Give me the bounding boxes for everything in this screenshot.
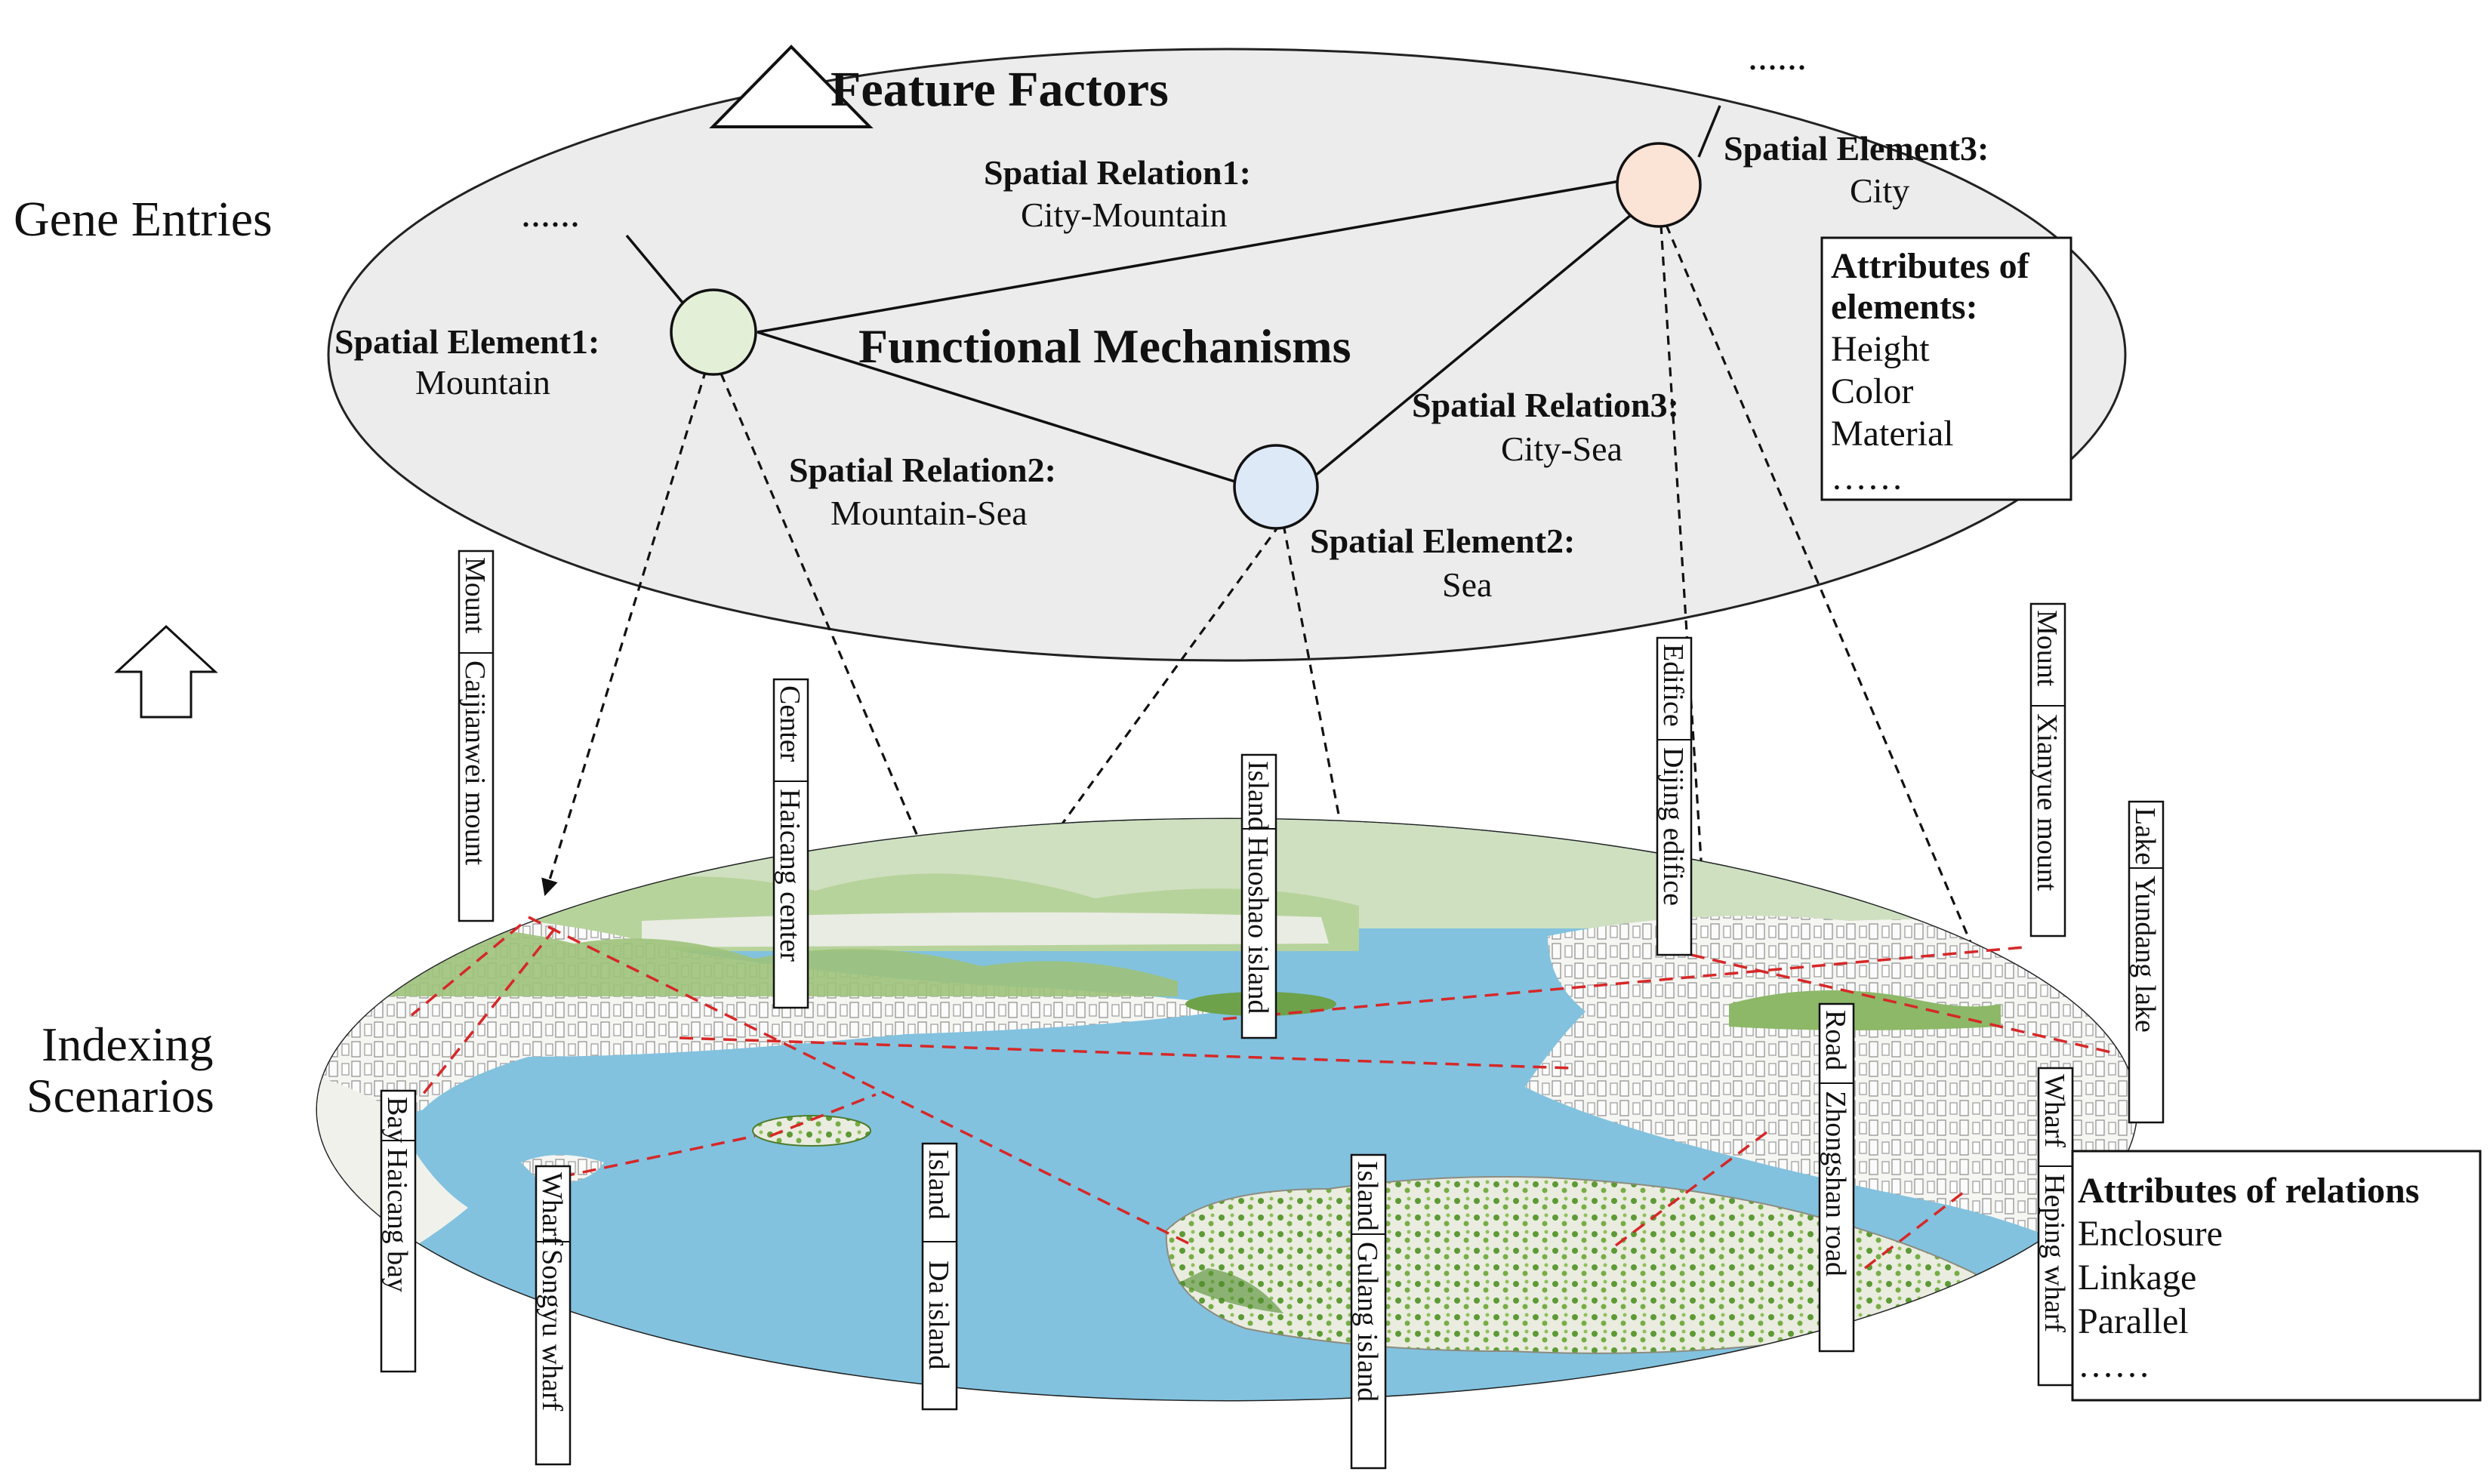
place-label-huoshao: Island Huoshao island: [1240, 753, 1277, 1039]
node-city: [1616, 142, 1702, 228]
attributes-elements-head1: Attributes of: [1831, 246, 2030, 286]
svg-text:Center: Center: [774, 685, 806, 762]
edge-mountain-out: [625, 234, 689, 309]
attribute-element-item: Color: [1831, 371, 1913, 411]
place-label-gulang: Island Gulang island: [1350, 1153, 1387, 1470]
dash-arrow-city-dijing: [1659, 224, 1714, 946]
sea-title: Spatial Element2:: [1310, 522, 1575, 560]
gene-entries-label: Gene Entries: [14, 192, 273, 247]
relation3-title: Spatial Relation3:: [1412, 386, 1679, 424]
attributes-elements-box: [1820, 236, 2072, 501]
relation3-name: City-Sea: [1501, 429, 1623, 468]
place-label-heping: Wharf Heping wharf: [2037, 1067, 2074, 1387]
edge-city-out: [1697, 105, 1721, 158]
edge-mountain-city: [757, 180, 1620, 334]
triangle-icon: [709, 45, 874, 128]
svg-text:Mount: Mount: [459, 557, 491, 634]
place-label-xianyue: Mount Xianyue mount: [2029, 602, 2066, 938]
svg-text:Island: Island: [1351, 1161, 1383, 1231]
svg-text:Edifice: Edifice: [1657, 644, 1689, 727]
svg-text:Wharf: Wharf: [536, 1172, 568, 1245]
dash-arrow-mountain-haicang: [720, 373, 955, 922]
place-label-da: Island Da island: [921, 1142, 958, 1411]
edge-mountain-sea: [757, 331, 1240, 485]
mountain-name: Mountain: [415, 363, 550, 402]
dash-arrow-mountain-cajianwei: [541, 369, 707, 897]
svg-text:Bay: Bay: [381, 1097, 413, 1143]
dash-arrow-city-heping: [1665, 224, 2018, 1051]
attribute-element-item: Height: [1831, 329, 1930, 369]
node-mountain: [670, 288, 757, 376]
attribute-element-item: ……: [1831, 457, 1903, 497]
svg-text:Haicang center: Haicang center: [774, 789, 806, 962]
svg-text:Huoshao island: Huoshao island: [1242, 836, 1274, 1014]
place-label-haicang-bay: Bay Haicang bay: [380, 1089, 417, 1373]
feature-factors-label: Feature Factors: [831, 62, 1169, 117]
relation-dashes: [410, 916, 2115, 1270]
svg-text:Zhongshan road: Zhongshan road: [1820, 1091, 1851, 1276]
attribute-relation-item: Enclosure: [2078, 1214, 2223, 1254]
svg-text:Yundang lake: Yundang lake: [2129, 876, 2161, 1033]
ellipsis-left: ......: [521, 192, 580, 236]
attributes-elements-head2: elements:: [1831, 287, 1978, 327]
attribute-relation-item: Parallel: [2078, 1301, 2189, 1341]
svg-text:Heping wharf: Heping wharf: [2039, 1174, 2070, 1332]
functional-mechanisms-label: Functional Mechanisms: [858, 319, 1351, 373]
relation1-name: City-Mountain: [1021, 196, 1227, 234]
place-label-caijianwei: Mount Caijianwei mount: [458, 550, 495, 922]
mountain-title: Spatial Element1:: [334, 322, 599, 361]
svg-text:Lake: Lake: [2129, 808, 2161, 865]
attributes-relations-box: [2071, 1150, 2482, 1402]
place-label-yundang: Lake Yundang lake: [2128, 800, 2165, 1124]
relation2-name: Mountain-Sea: [831, 494, 1028, 532]
attribute-element-item: Material: [1831, 414, 1954, 454]
city-name: City: [1850, 171, 1909, 210]
svg-text:Road: Road: [1820, 1010, 1851, 1070]
indexing-label-line1: Indexing: [42, 1018, 214, 1071]
attribute-relation-item: ……: [2078, 1345, 2150, 1385]
svg-text:Xianyue mount: Xianyue mount: [2031, 713, 2063, 891]
city-title: Spatial Element3:: [1724, 129, 1989, 168]
node-sea: [1233, 444, 1319, 530]
attribute-relation-item: Linkage: [2078, 1258, 2196, 1298]
place-label-zhongshan: Road Zhongshan road: [1818, 1002, 1855, 1353]
attributes-relations-head: Attributes of relations: [2078, 1171, 2419, 1211]
place-label-songyu: Wharf Songyu wharf: [535, 1165, 572, 1466]
svg-text:Dijing edifice: Dijing edifice: [1657, 747, 1689, 906]
svg-text:Mount: Mount: [2031, 610, 2063, 687]
svg-text:Island: Island: [923, 1150, 954, 1220]
ellipsis-top-right: ......: [1748, 35, 1807, 79]
svg-text:Caijianwei mount: Caijianwei mount: [459, 660, 491, 866]
svg-text:Da island: Da island: [923, 1261, 954, 1370]
up-arrow-icon: [114, 624, 218, 719]
svg-text:Haicang bay: Haicang bay: [381, 1148, 413, 1292]
sea-name: Sea: [1442, 565, 1492, 604]
dash-arrow-sea-da: [868, 524, 1281, 1090]
edge-sea-city: [1305, 214, 1632, 485]
relation1-title: Spatial Relation1:: [984, 153, 1251, 192]
city-scene: [316, 817, 2138, 1402]
svg-text:Wharf: Wharf: [2039, 1074, 2070, 1147]
relation2-title: Spatial Relation2:: [789, 451, 1056, 489]
svg-text:Gulang island: Gulang island: [1351, 1242, 1383, 1402]
place-label-dijing: Edifice Dijing edifice: [1656, 636, 1693, 956]
place-label-haicang-center: Center Haicang center: [772, 678, 809, 1009]
indexing-label-line2: Scenarios: [26, 1069, 214, 1122]
svg-text:Island: Island: [1242, 761, 1274, 831]
svg-text:Songyu wharf: Songyu wharf: [536, 1249, 568, 1412]
